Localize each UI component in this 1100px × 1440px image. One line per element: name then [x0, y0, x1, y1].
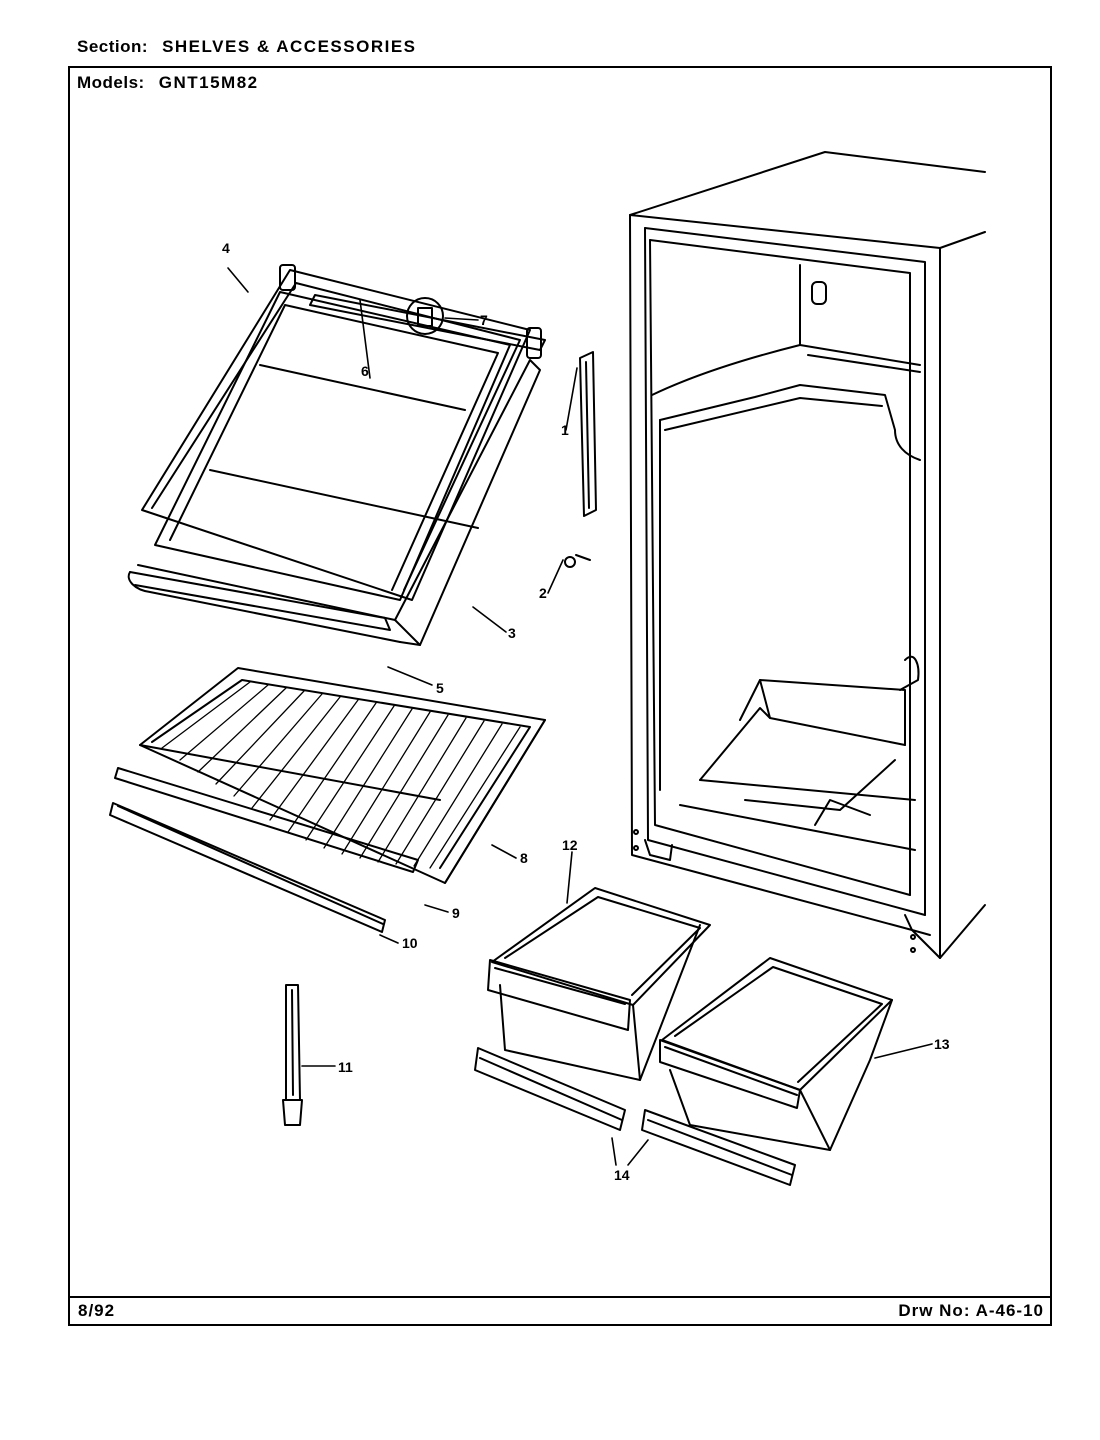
callout-4: 4 — [222, 240, 230, 256]
shelf-ladder-loose — [282, 984, 303, 1126]
callout-numbers: 1 2 3 4 5 6 7 8 9 10 11 12 13 14 — [222, 240, 950, 1183]
refrigerator-cabinet — [629, 151, 986, 959]
callout-3: 3 — [508, 625, 516, 641]
crisper-drawer-right — [659, 957, 893, 1151]
models-heading: Models: GNT15M82 — [77, 73, 259, 93]
callout-13: 13 — [934, 1036, 950, 1052]
drawing-frame — [68, 66, 1052, 1326]
callout-7: 7 — [480, 312, 488, 328]
models-value: GNT15M82 — [158, 73, 259, 92]
callout-12: 12 — [562, 837, 578, 853]
footer-rule — [68, 1296, 1052, 1298]
section-value: SHELVES & ACCESSORIES — [162, 37, 417, 56]
callout-8: 8 — [520, 850, 528, 866]
drawing-number-block: Drw No: A-46-10 — [898, 1301, 1044, 1321]
section-label: Section: — [77, 37, 149, 56]
crisper-drawer-left — [487, 887, 711, 1081]
drawing-number-value: A-46-10 — [975, 1301, 1044, 1320]
callout-leaders — [227, 267, 933, 1166]
callout-5: 5 — [436, 680, 444, 696]
callout-14: 14 — [614, 1167, 630, 1183]
section-heading: Section: SHELVES & ACCESSORIES — [77, 37, 417, 57]
wire-shelf-assembly — [109, 667, 546, 933]
models-label: Models: — [77, 73, 145, 92]
glass-shelf-assembly — [127, 264, 546, 646]
drawing-number-label: Drw No: — [898, 1301, 971, 1320]
drawing-date: 8/92 — [78, 1301, 116, 1320]
callout-11: 11 — [338, 1059, 353, 1075]
callout-10: 10 — [402, 935, 418, 951]
callout-2: 2 — [539, 585, 547, 601]
callout-6: 6 — [361, 363, 369, 379]
callout-9: 9 — [452, 905, 460, 921]
shelf-ladder — [564, 351, 597, 568]
callout-1: 1 — [561, 422, 569, 438]
drawer-slides — [474, 1047, 796, 1186]
